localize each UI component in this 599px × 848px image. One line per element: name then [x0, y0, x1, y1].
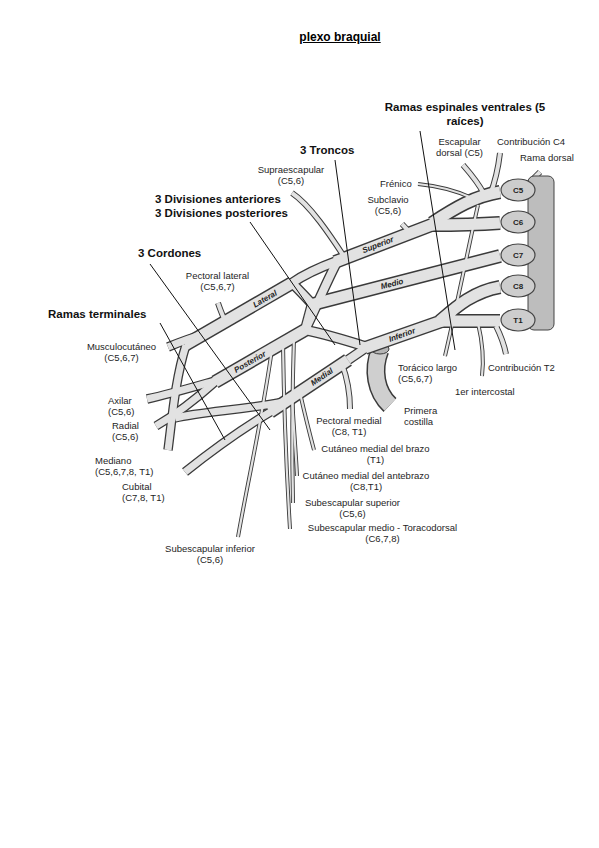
- nerve-fill: [478, 323, 483, 376]
- nerve-fill: [270, 360, 348, 412]
- nerve-fill: [305, 330, 367, 347]
- nerve-outline: [292, 193, 345, 258]
- nerve-fill: [156, 382, 215, 426]
- division-line: [160, 323, 225, 440]
- nerve-fill: [300, 393, 314, 450]
- nerve-label: Supraescapular (C5,6): [255, 164, 327, 186]
- nerve-fill: [168, 345, 186, 450]
- division-lines: [150, 131, 455, 440]
- nerve-label: Contribución T2: [488, 362, 555, 373]
- nerve-label: Pectoral medial (C8, T1): [313, 415, 385, 437]
- division-line: [335, 160, 360, 345]
- vertebra-body: [501, 244, 535, 266]
- rib-fill: [376, 350, 390, 405]
- nerve-label: Subescapular medio - Toracodorsal (C6,7,…: [300, 522, 465, 544]
- vertebra-label: C8: [512, 282, 524, 291]
- nerve-fills: [147, 153, 540, 537]
- vertebra-label: T1: [512, 316, 523, 325]
- nerve-fill: [335, 224, 434, 262]
- nerve-fill: [185, 283, 292, 345]
- nerve-outline: [418, 184, 472, 198]
- division-line: [420, 131, 455, 350]
- nerve-outline: [185, 283, 292, 345]
- nerve-label: Cubital (C7,8, T1): [122, 481, 172, 503]
- nerve-outline: [440, 314, 500, 328]
- nerve-outline: [305, 330, 367, 347]
- nerve-label: Cutáneo medial del brazo (T1): [318, 443, 433, 465]
- page-title: plexo braquial: [299, 30, 380, 44]
- vertebra-label: C5: [512, 186, 524, 195]
- vertebra-label: C6: [512, 218, 524, 227]
- nerve-fill: [342, 364, 350, 409]
- vertebra-body: [501, 309, 535, 331]
- vertebrae: [501, 176, 554, 331]
- nerve-fill: [283, 343, 290, 529]
- nerve-outline: [283, 343, 290, 529]
- nerve-label: Radial (C5,6): [112, 420, 144, 442]
- division-line: [150, 264, 270, 430]
- nerve-outline: [300, 393, 314, 450]
- nerve-label: Torácico largo (C5,6,7): [398, 362, 464, 384]
- section-heading: 3 Divisiones posteriores: [155, 206, 288, 220]
- nerve-label: Primera costilla: [404, 405, 444, 427]
- nerve-label: Subescapular superior (C5,6): [300, 497, 405, 519]
- nerve-outline: [342, 364, 350, 409]
- nerve-label: Musculocutáneo (C5,6,7): [84, 341, 159, 363]
- nerve-fill: [463, 165, 484, 194]
- section-heading: 3 Divisiones anteriores: [155, 192, 281, 206]
- section-heading: Ramas terminales: [48, 307, 146, 321]
- nerve-fill: [292, 193, 345, 258]
- vertebra-body: [501, 275, 535, 297]
- nerve-outline: [440, 287, 500, 321]
- section-heading: Ramas espinales ventrales (5 raíces): [380, 100, 550, 128]
- nerve-label: Mediano (C5,6,7,8, T1): [95, 455, 160, 477]
- nerve-label: Frénico: [380, 178, 412, 189]
- division-line: [250, 222, 335, 345]
- section-heading: 3 Troncos: [300, 143, 354, 157]
- nerve-label: Subclavio (C5,6): [365, 194, 411, 216]
- section-heading: 3 Cordones: [138, 246, 201, 260]
- nerve-outline: [365, 321, 442, 348]
- nerve-label: Axilar (C5,6): [108, 395, 140, 417]
- nerve-fill: [418, 184, 472, 198]
- nerve-fill: [440, 316, 500, 327]
- nerve-outline: [270, 360, 348, 412]
- nerve-fill: [292, 398, 297, 476]
- first-rib: [371, 344, 390, 405]
- nerve-outlines: [147, 153, 540, 537]
- nerve-outline: [238, 349, 272, 537]
- nerve-outline: [496, 326, 506, 354]
- nerve-outline: [463, 165, 484, 194]
- nerve-label: Contribución C4: [497, 136, 565, 147]
- nerve-fill: [238, 349, 272, 537]
- nerve-outline: [215, 330, 305, 382]
- nerve-label: Escapular dorsal (C5): [432, 136, 487, 158]
- nerve-label: Subescapular inferior (C5,6): [160, 543, 260, 565]
- vertebra-label: C7: [512, 251, 524, 260]
- nerve-fill: [365, 321, 442, 348]
- vertebra-body: [501, 211, 535, 233]
- nerve-label: Pectoral lateral (C5,6,7): [180, 270, 255, 292]
- nerve-outline: [185, 411, 272, 472]
- nerve-fill: [440, 287, 500, 321]
- nerve-fill: [432, 223, 500, 225]
- nerve-outline: [432, 223, 500, 225]
- rib-outline: [376, 350, 390, 405]
- nerve-fill: [185, 411, 272, 472]
- vertebra-body: [501, 179, 535, 201]
- nerve-fill: [496, 326, 506, 354]
- nerve-outline: [478, 323, 483, 376]
- nerve-outline: [335, 224, 434, 262]
- nerve-label: Rama dorsal: [520, 152, 574, 163]
- nerve-fill: [215, 330, 305, 382]
- nerve-label: Cutáneo medial del antebrazo (C8,T1): [296, 470, 436, 492]
- nerve-label: 1er intercostal: [455, 386, 515, 397]
